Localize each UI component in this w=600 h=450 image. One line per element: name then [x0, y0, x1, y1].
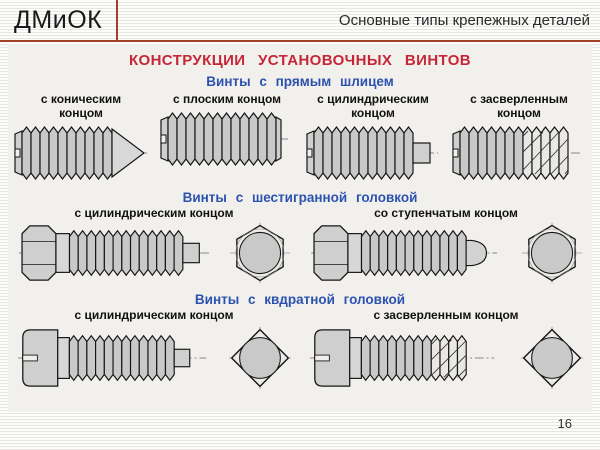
main-title: КОНСТРУКЦИИ УСТАНОВОЧНЫХ ВИНТОВ	[128, 52, 472, 69]
hex-end-view-drawing	[230, 223, 290, 284]
figure-group	[310, 222, 582, 284]
set-screw-flat-end-drawing	[160, 112, 290, 166]
figure-label: с засверленным концом	[373, 308, 519, 323]
figure-group	[17, 325, 291, 391]
section-square-head: с цилиндрическим концом	[8, 309, 592, 391]
figure-cell: с засверленным концом	[300, 309, 592, 391]
figure-label: с цилиндрическим концом	[74, 205, 234, 220]
section-straight-slot: с коническим концом с плоским концом	[8, 92, 592, 182]
section-title-straight-slot: Винты с прямым шлицем	[206, 74, 394, 89]
figure-label: со ступенчатым концом	[374, 205, 518, 220]
section-hex-head: с цилиндрическим концом	[8, 205, 592, 285]
figure-cell: с цилиндрическим концом	[8, 309, 300, 391]
square-head-screw-cylindrical-end-drawing	[17, 329, 207, 387]
figure-label: с цилиндрическим концом	[317, 92, 429, 120]
figure-cell: с засверленным концом	[446, 92, 592, 182]
figure-cell: с плоским концом	[154, 92, 300, 182]
set-screw-drilled-end-drawing	[452, 125, 582, 180]
hex-head-screw-cylindrical-end-drawing	[19, 225, 211, 282]
figure-group	[309, 325, 583, 391]
slide-panel: КОНСТРУКЦИИ УСТАНОВОЧНЫХ ВИНТОВ Винты с …	[8, 44, 592, 412]
figure-cell: с цилиндрическим концом	[300, 92, 446, 182]
square-end-view-drawing	[521, 327, 583, 390]
figure-label: с цилиндрическим концом	[74, 308, 234, 323]
figure-group	[18, 222, 290, 284]
figure-cell: с коническим концом	[8, 92, 154, 182]
logo-box: ДМиОК	[0, 0, 118, 40]
logo-text: ДМиОК	[14, 5, 103, 34]
section-title-square-head: Винты с квдратной головкой	[194, 292, 406, 308]
figure-label: с засверленным концом	[470, 92, 568, 120]
hex-end-view-drawing	[522, 223, 582, 284]
figure-cell: с цилиндрическим концом	[8, 205, 300, 285]
section-title-hex-head: Винты с шестигранной головкой	[182, 189, 418, 205]
figure-label: с коническим концом	[40, 92, 122, 120]
page-number: 16	[557, 416, 572, 431]
header-title: Основные типы крепежных деталей	[338, 11, 590, 29]
set-screw-cylindrical-end-drawing	[306, 125, 438, 180]
figure-cell: со ступенчатым концом	[300, 205, 592, 285]
set-screw-conical-end-drawing	[14, 124, 148, 182]
square-end-view-drawing	[229, 327, 291, 390]
square-head-screw-drilled-end-drawing	[309, 329, 495, 387]
figure-label: с плоским концом	[172, 92, 281, 106]
hex-head-screw-stepped-end-drawing	[311, 225, 498, 282]
header: ДМиОК Основные типы крепежных деталей	[0, 0, 600, 42]
